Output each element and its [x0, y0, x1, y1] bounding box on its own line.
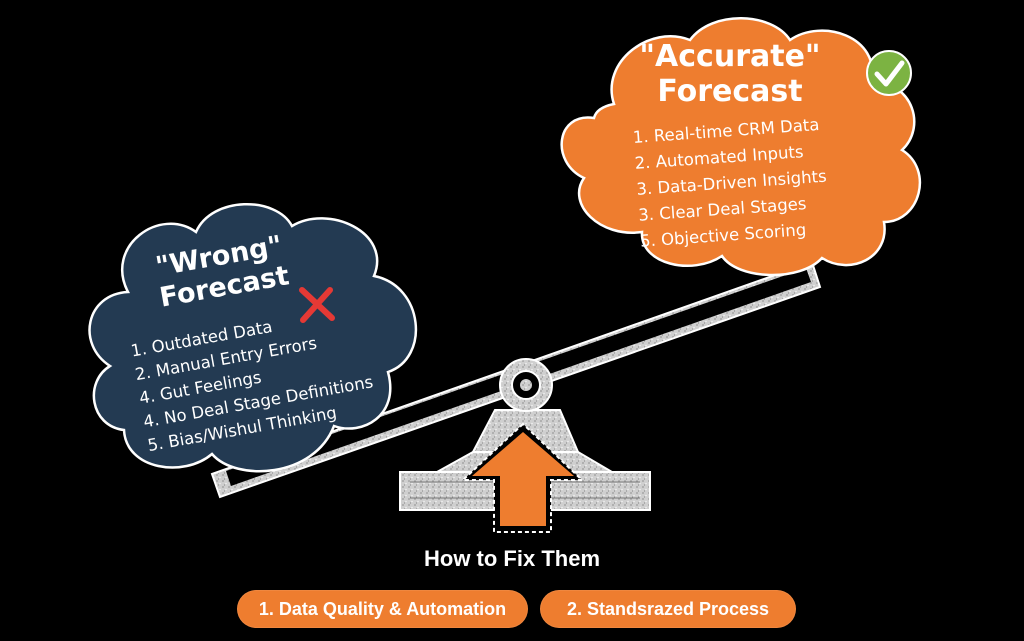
accurate-forecast-cloud	[560, 17, 922, 277]
red-x-icon	[299, 287, 335, 323]
fix-pill-process: 2. Standsrazed Process	[540, 590, 796, 628]
fix-pill-data-quality: 1. Data Quality & Automation	[237, 590, 528, 628]
green-check-icon	[866, 50, 912, 96]
accurate-title-line1: "Accurate"	[639, 39, 821, 74]
wrong-forecast-cloud	[88, 203, 418, 473]
accurate-title-line2: Forecast	[657, 73, 803, 109]
up-arrow-icon	[460, 422, 585, 533]
accurate-forecast-title: "Accurate" Forecast	[620, 39, 840, 109]
fix-heading: How to Fix Them	[424, 546, 600, 571]
accurate-forecast-list: 1. Real-time CRM Data 2. Automated Input…	[632, 109, 869, 255]
accurate-forecast-content: "Accurate" Forecast 1. Real-time CRM Dat…	[620, 39, 860, 255]
